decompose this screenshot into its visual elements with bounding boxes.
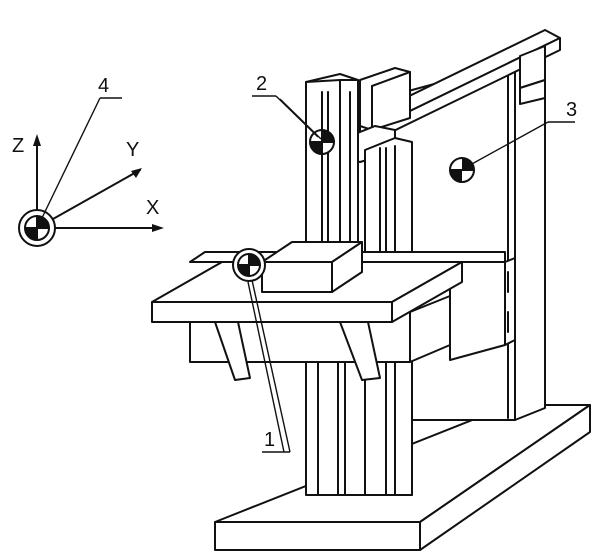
label-2: 2 [256,73,267,95]
leader-lines [39,95,575,453]
lower-column-block [305,359,413,496]
label-3: 3 [566,99,577,121]
workpiece [261,241,363,293]
table-support-ribs [214,321,381,381]
reference-point-1-marker [232,248,266,282]
reference-point-3-marker [449,157,475,183]
axis-x-label: X [146,197,159,219]
axis-y-label: Y [126,139,139,161]
label-1: 1 [264,429,275,451]
label-4: 4 [98,75,109,97]
coordinate-system [18,134,164,247]
axis-z-label: Z [12,135,24,157]
